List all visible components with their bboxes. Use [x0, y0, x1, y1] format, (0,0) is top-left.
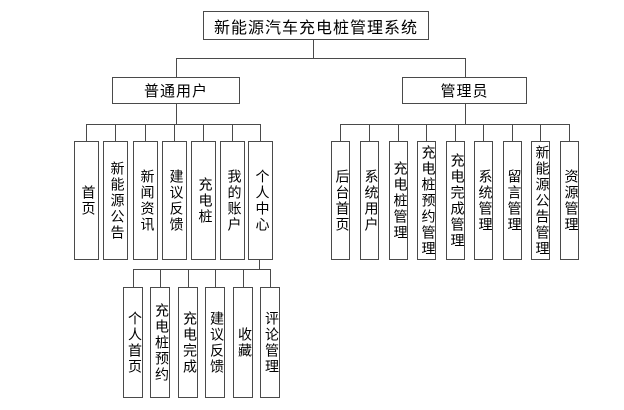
- node-label: 充电桩预约: [153, 302, 168, 383]
- connector-root-drop: [313, 39, 314, 58]
- connector-admin-drop: [465, 58, 466, 77]
- node-charging-pile-reservation: 充电桩预约: [150, 287, 170, 398]
- connector-personal-center-stem: [259, 260, 260, 269]
- node-home-page: 首页: [74, 141, 99, 260]
- node-personal-center: 个人中心: [248, 141, 273, 260]
- connector-stub: [188, 269, 189, 287]
- node-favorites: 收藏: [233, 287, 253, 398]
- connector-stub: [160, 269, 161, 287]
- node-system-user: 系统用户: [360, 141, 379, 260]
- connector-stub: [243, 269, 244, 287]
- connector-admin-stem: [465, 104, 466, 124]
- node-charging-complete: 充电完成: [178, 287, 198, 398]
- node-label: 系统管理: [476, 168, 492, 233]
- node-label: 建议反馈: [208, 310, 223, 375]
- connector-stub: [270, 269, 271, 287]
- node-label: 评论管理: [263, 310, 278, 375]
- connector-stub: [483, 124, 484, 141]
- connector-stub: [512, 124, 513, 141]
- node-label: 收藏: [236, 326, 251, 359]
- node-label: 充电桩管理: [391, 160, 407, 241]
- node-label: 新能源公告: [108, 160, 124, 241]
- connector-stub: [260, 124, 261, 141]
- connector-stub: [232, 124, 233, 141]
- connector-personal-center-bus: [133, 269, 271, 270]
- node-system-title: 新能源汽车充电桩管理系统: [203, 11, 429, 40]
- node-label: 后台首页: [333, 168, 349, 233]
- node-charging-pile: 充电桩: [191, 141, 216, 260]
- connector-stub: [569, 124, 570, 141]
- connector-user-stem: [176, 104, 177, 124]
- connector-stub: [340, 124, 341, 141]
- connector-stub: [133, 269, 134, 287]
- node-charging-complete-management: 充电完成管理: [446, 141, 465, 260]
- connector-stub: [540, 124, 541, 141]
- node-label: 充电完成: [181, 310, 196, 375]
- node-suggestion-feedback: 建议反馈: [162, 141, 187, 260]
- node-new-energy-announcement: 新能源公告: [103, 141, 128, 260]
- connector-stub: [455, 124, 456, 141]
- node-label: 留言管理: [505, 168, 521, 233]
- connector-stub: [174, 124, 175, 141]
- connector-user-bus: [86, 124, 261, 125]
- node-label: 首页: [79, 184, 95, 217]
- connector-stub: [145, 124, 146, 141]
- node-my-account: 我的账户: [220, 141, 245, 260]
- connector-user-drop: [176, 58, 177, 77]
- node-label: 新能源公告管理: [533, 144, 549, 257]
- connector-stub: [426, 124, 427, 141]
- node-system-management: 系统管理: [474, 141, 493, 260]
- node-personal-home-page: 个人首页: [123, 287, 143, 398]
- connector-stub: [369, 124, 370, 141]
- node-label: 充电桩: [196, 176, 212, 225]
- node-resource-management: 资源管理: [560, 141, 579, 260]
- connector-stub: [115, 124, 116, 141]
- node-charging-pile-reservation-management: 充电桩预约管理: [417, 141, 436, 260]
- node-label: 充电桩预约管理: [419, 144, 435, 257]
- connector-stub: [203, 124, 204, 141]
- node-charging-pile-management: 充电桩管理: [389, 141, 408, 260]
- node-label: 个人首页: [126, 310, 141, 375]
- node-label: 个人中心: [253, 168, 269, 233]
- connector-branch-bus: [176, 58, 466, 59]
- node-message-management: 留言管理: [503, 141, 522, 260]
- node-new-energy-announcement-management: 新能源公告管理: [531, 141, 550, 260]
- node-label: 我的账户: [225, 168, 241, 233]
- node-admin: 管理员: [402, 77, 527, 104]
- node-label: 系统用户: [362, 168, 378, 233]
- node-label: 新闻资讯: [138, 168, 154, 233]
- connector-stub: [215, 269, 216, 287]
- node-suggestion-feedback-sub: 建议反馈: [205, 287, 225, 398]
- node-label: 充电完成管理: [448, 152, 464, 249]
- node-news-information: 新闻资讯: [133, 141, 158, 260]
- node-normal-user: 普通用户: [112, 77, 240, 104]
- node-comment-management: 评论管理: [260, 287, 280, 398]
- node-backend-home: 后台首页: [331, 141, 350, 260]
- connector-stub: [86, 124, 87, 141]
- node-label: 资源管理: [562, 168, 578, 233]
- node-label: 建议反馈: [167, 168, 183, 233]
- connector-stub: [398, 124, 399, 141]
